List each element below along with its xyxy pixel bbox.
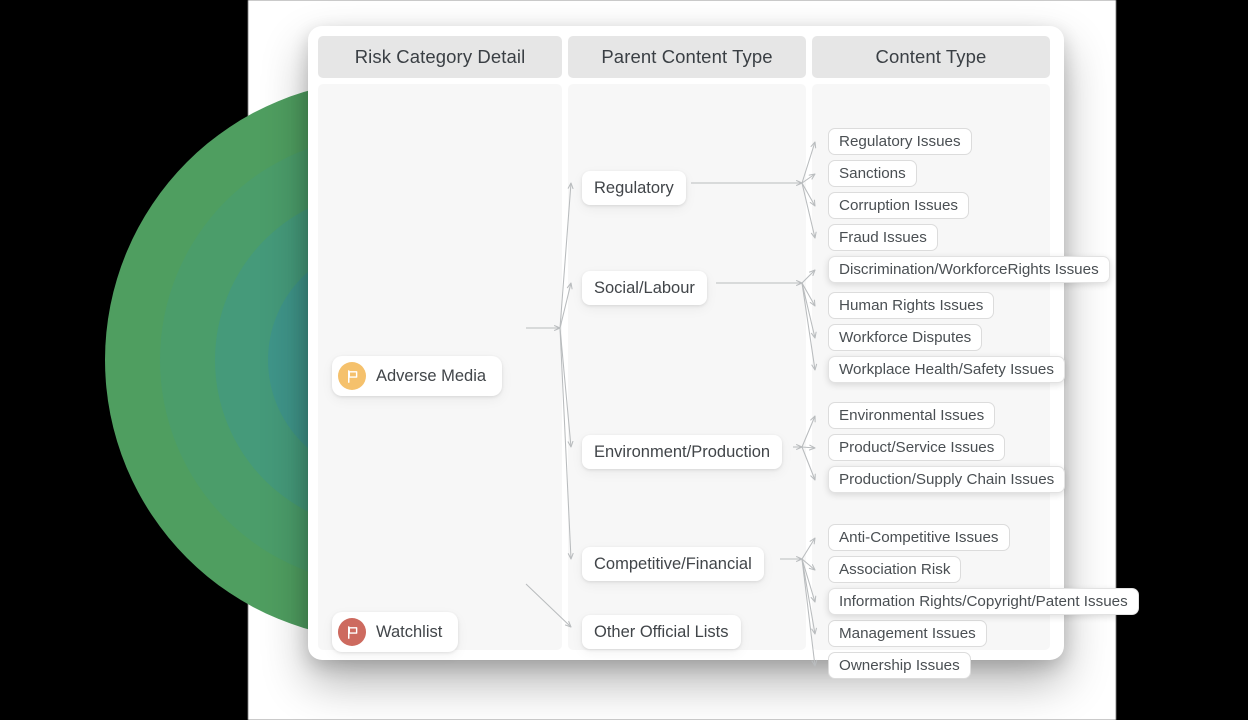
chip-management-issues[interactable]: Management Issues xyxy=(828,620,987,647)
column-body-risk-category-detail: Adverse Media Watchlist xyxy=(318,84,562,652)
column-header-risk-category-detail: Risk Category Detail xyxy=(318,36,562,78)
chip-association-risk[interactable]: Association Risk xyxy=(828,556,962,583)
chip-label: Corruption Issues xyxy=(839,197,959,214)
node-label-other-official-lists: Other Official Lists xyxy=(594,622,729,641)
chip-label: Sanctions xyxy=(839,165,906,182)
taxonomy-columns: Risk Category Detail Adverse Media xyxy=(318,36,1139,679)
chip-label: Product/Service Issues xyxy=(839,439,995,456)
chip-label: Workforce Disputes xyxy=(839,329,972,346)
chip-fraud-issues[interactable]: Fraud Issues xyxy=(828,224,938,251)
column-risk-category-detail: Risk Category Detail Adverse Media xyxy=(318,36,562,652)
column-header-content-type: Content Type xyxy=(812,36,1050,78)
chip-label: Fraud Issues xyxy=(839,229,927,246)
node-watchlist[interactable]: Watchlist xyxy=(332,612,459,652)
chip-label: Anti-Competitive Issues xyxy=(839,529,999,546)
risk-taxonomy-card: Risk Category Detail Adverse Media xyxy=(308,26,1139,679)
chip-workforce-disputes[interactable]: Workforce Disputes xyxy=(828,324,983,351)
node-competitive-financial[interactable]: Competitive/Financial xyxy=(582,547,764,581)
chip-label: Workplace Health/Safety Issues xyxy=(839,361,1054,378)
chip-label: Association Risk xyxy=(839,561,951,578)
chip-label: Environmental Issues xyxy=(839,407,985,424)
chip-corruption-issues[interactable]: Corruption Issues xyxy=(828,192,970,219)
chip-sanctions[interactable]: Sanctions xyxy=(828,160,917,187)
node-label-watchlist: Watchlist xyxy=(376,622,443,641)
node-label-adverse-media: Adverse Media xyxy=(376,366,487,385)
chip-label: Management Issues xyxy=(839,625,976,642)
chip-human-rights-issues[interactable]: Human Rights Issues xyxy=(828,292,995,319)
chip-information-rights-copyright-patent-issues[interactable]: Information Rights/Copyright/Patent Issu… xyxy=(828,588,1139,615)
node-environment-production[interactable]: Environment/Production xyxy=(582,435,783,469)
chip-discrimination-workforcerights-issues[interactable]: Discrimination/WorkforceRights Issues xyxy=(828,256,1110,283)
node-label-regulatory: Regulatory xyxy=(594,178,674,197)
chip-workplace-health-safety-issues[interactable]: Workplace Health/Safety Issues xyxy=(828,356,1065,383)
node-label-environment-production: Environment/Production xyxy=(594,442,771,461)
column-parent-content-type: Parent Content Type Regulatory Social/La… xyxy=(568,36,806,650)
node-other-official-lists[interactable]: Other Official Lists xyxy=(582,615,741,649)
node-label-social-labour: Social/Labour xyxy=(594,278,695,297)
flag-icon xyxy=(338,618,366,646)
node-social-labour[interactable]: Social/Labour xyxy=(582,271,707,305)
chip-regulatory-issues[interactable]: Regulatory Issues xyxy=(828,128,972,155)
chip-environmental-issues[interactable]: Environmental Issues xyxy=(828,402,996,429)
flag-icon xyxy=(338,362,366,390)
node-regulatory[interactable]: Regulatory xyxy=(582,171,686,205)
chip-label: Human Rights Issues xyxy=(839,297,984,314)
chip-label: Production/Supply Chain Issues xyxy=(839,471,1055,488)
node-adverse-media[interactable]: Adverse Media xyxy=(332,356,503,396)
chip-production-supply-chain-issues[interactable]: Production/Supply Chain Issues xyxy=(828,466,1066,493)
chip-label: Information Rights/Copyright/Patent Issu… xyxy=(839,593,1128,610)
column-content-type: Content Type Regulatory Issues Sanctions… xyxy=(812,36,1139,679)
chip-ownership-issues[interactable]: Ownership Issues xyxy=(828,652,971,679)
chip-label: Discrimination/WorkforceRights Issues xyxy=(839,261,1099,278)
node-label-competitive-financial: Competitive/Financial xyxy=(594,554,752,573)
column-body-content-type: Regulatory Issues Sanctions Corruption I… xyxy=(812,84,1139,679)
chip-label: Regulatory Issues xyxy=(839,133,961,150)
column-body-parent-content-type: Regulatory Social/Labour Environment/Pro… xyxy=(568,84,806,650)
column-header-parent-content-type: Parent Content Type xyxy=(568,36,806,78)
chip-label: Ownership Issues xyxy=(839,657,960,674)
chip-product-service-issues[interactable]: Product/Service Issues xyxy=(828,434,1006,461)
chip-anti-competitive-issues[interactable]: Anti-Competitive Issues xyxy=(828,524,1010,551)
